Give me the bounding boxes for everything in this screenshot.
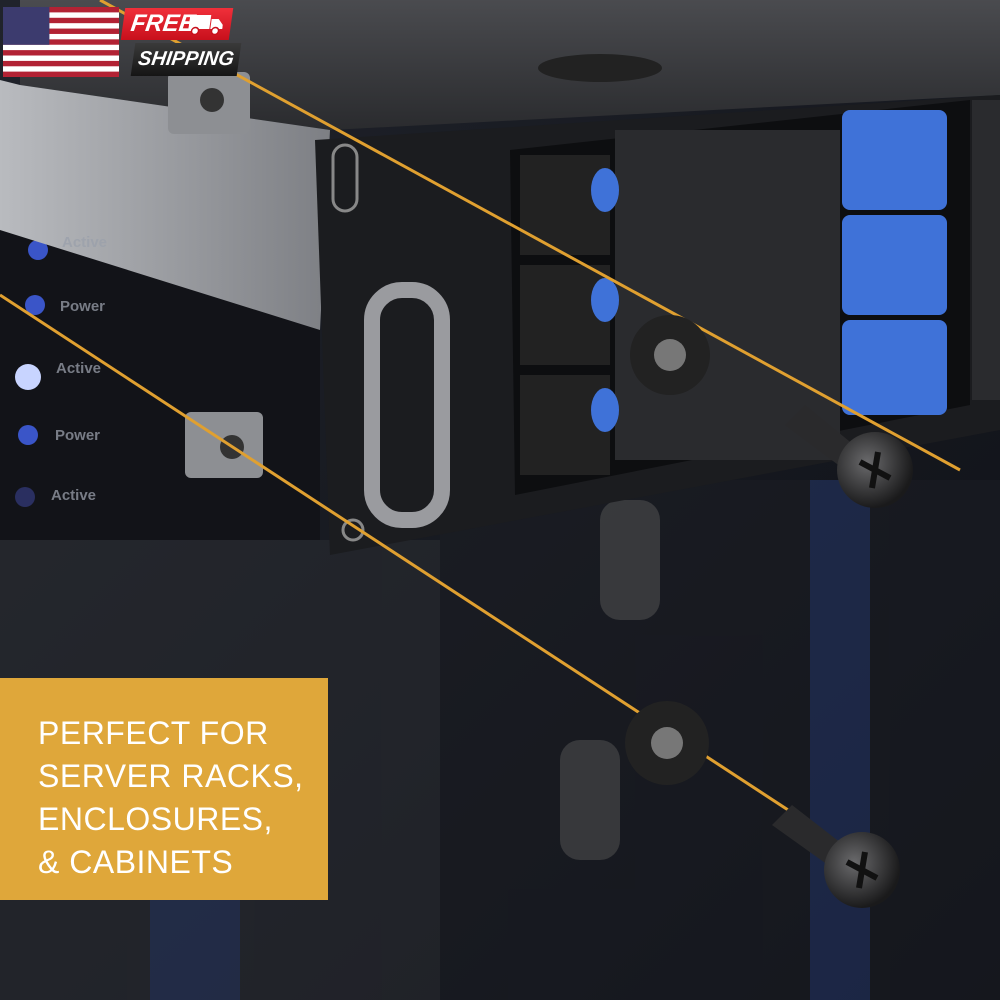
washer-bottom xyxy=(625,701,709,785)
screw-bottom xyxy=(772,805,900,908)
shipping-label: SHIPPING xyxy=(130,43,242,76)
handle xyxy=(364,282,450,528)
chassis-top xyxy=(20,0,1000,130)
led-label-active: Active xyxy=(56,360,102,377)
guide-lines xyxy=(0,0,961,872)
led-label-active: Active xyxy=(62,234,108,251)
led-label-active: Active xyxy=(51,487,97,504)
promo-box: PERFECT FOR SERVER RACKS, ENCLOSURES, & … xyxy=(0,678,328,900)
us-flag-icon xyxy=(3,7,119,77)
free-shipping-badge: FREE xyxy=(120,8,234,40)
chassis-hole xyxy=(538,54,662,82)
promo-line: SERVER RACKS, xyxy=(38,758,304,794)
promo-line: PERFECT FOR xyxy=(38,715,269,751)
led-icon xyxy=(18,425,38,445)
drive-tray-handle xyxy=(842,215,947,315)
washer-top xyxy=(630,315,710,395)
promo-line: ENCLOSURES, xyxy=(38,801,273,837)
led-icon xyxy=(25,295,45,315)
led-icon xyxy=(15,364,41,390)
chassis-side xyxy=(0,80,330,330)
led-icon xyxy=(15,487,35,507)
drive-tray-handle xyxy=(842,320,947,415)
rack-ear-hole xyxy=(341,518,365,542)
screw-top xyxy=(785,405,913,508)
led-icon xyxy=(28,240,48,260)
rack-ear-slot xyxy=(331,143,359,213)
led-label-power: Power xyxy=(60,298,106,315)
delivery-truck-icon xyxy=(188,15,223,35)
led-label-power: Power xyxy=(55,427,101,444)
promo-line: & CABINETS xyxy=(38,844,234,880)
drive-tray-handle xyxy=(842,110,947,210)
